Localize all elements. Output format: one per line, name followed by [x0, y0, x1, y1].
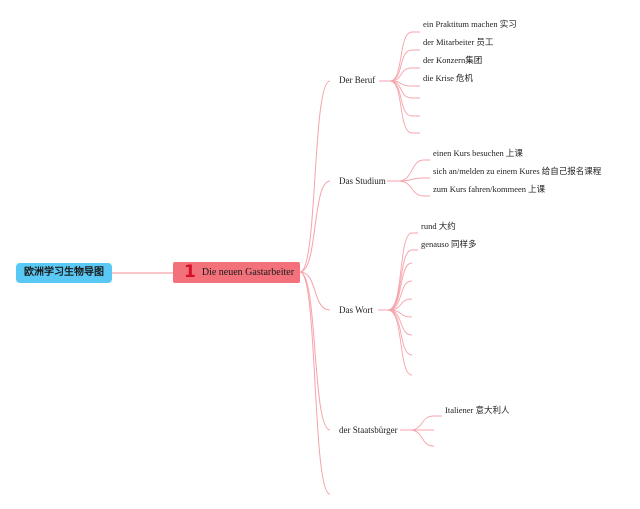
leaf-studium-1[interactable]: einen Kurs besuchen 上课	[433, 148, 523, 158]
leaf-studium-3[interactable]: zum Kurs fahren/kommeen 上课	[433, 184, 546, 194]
leaf-beruf-4[interactable]: die Krise 危机	[423, 73, 474, 83]
leaf-wort-1[interactable]: rund 大约	[421, 221, 456, 231]
wort-leaf-connectors	[378, 232, 418, 376]
leaf-beruf-2[interactable]: der Mitarbeiter 员工	[423, 37, 494, 47]
connector-main-staatsburger	[299, 271, 331, 431]
studium-leaf-connectors	[387, 159, 430, 197]
branch-der-staatsburger[interactable]: der Staatsbürger	[339, 425, 398, 435]
leaf-beruf-1[interactable]: ein Praktitum machen 实习	[423, 19, 517, 29]
root-topic-label: 欧洲学习生物导图	[24, 267, 104, 278]
connector-main-studium	[299, 180, 331, 273]
leaf-studium-2[interactable]: sich an/melden zu einem Kures 给自己报名课程	[433, 166, 602, 176]
leaf-staatsburger-1[interactable]: Italiener 意大利人	[445, 405, 510, 415]
connector-main-wort	[299, 271, 331, 311]
connector-main-beruf	[299, 80, 331, 273]
beruf-leaf-connectors	[379, 31, 420, 134]
main-topic[interactable]: 1 Die neuen Gastarbeiter	[173, 262, 300, 283]
root-topic[interactable]: 欧洲学习生物导图	[16, 263, 112, 283]
branch-das-wort[interactable]: Das Wort	[339, 305, 373, 315]
leaf-wort-2[interactable]: genauso 同样多	[421, 239, 477, 249]
branch-das-studium[interactable]: Das Studium	[339, 176, 386, 186]
branch-der-beruf[interactable]: Der Beruf	[339, 75, 376, 85]
topic-number-badge: 1	[184, 262, 196, 282]
staatsburger-leaf-connectors	[400, 415, 442, 447]
leaf-beruf-3[interactable]: der Konzern集团	[423, 55, 483, 65]
connector-main-extra	[299, 271, 331, 495]
main-topic-label: Die neuen Gastarbeiter	[201, 266, 295, 278]
